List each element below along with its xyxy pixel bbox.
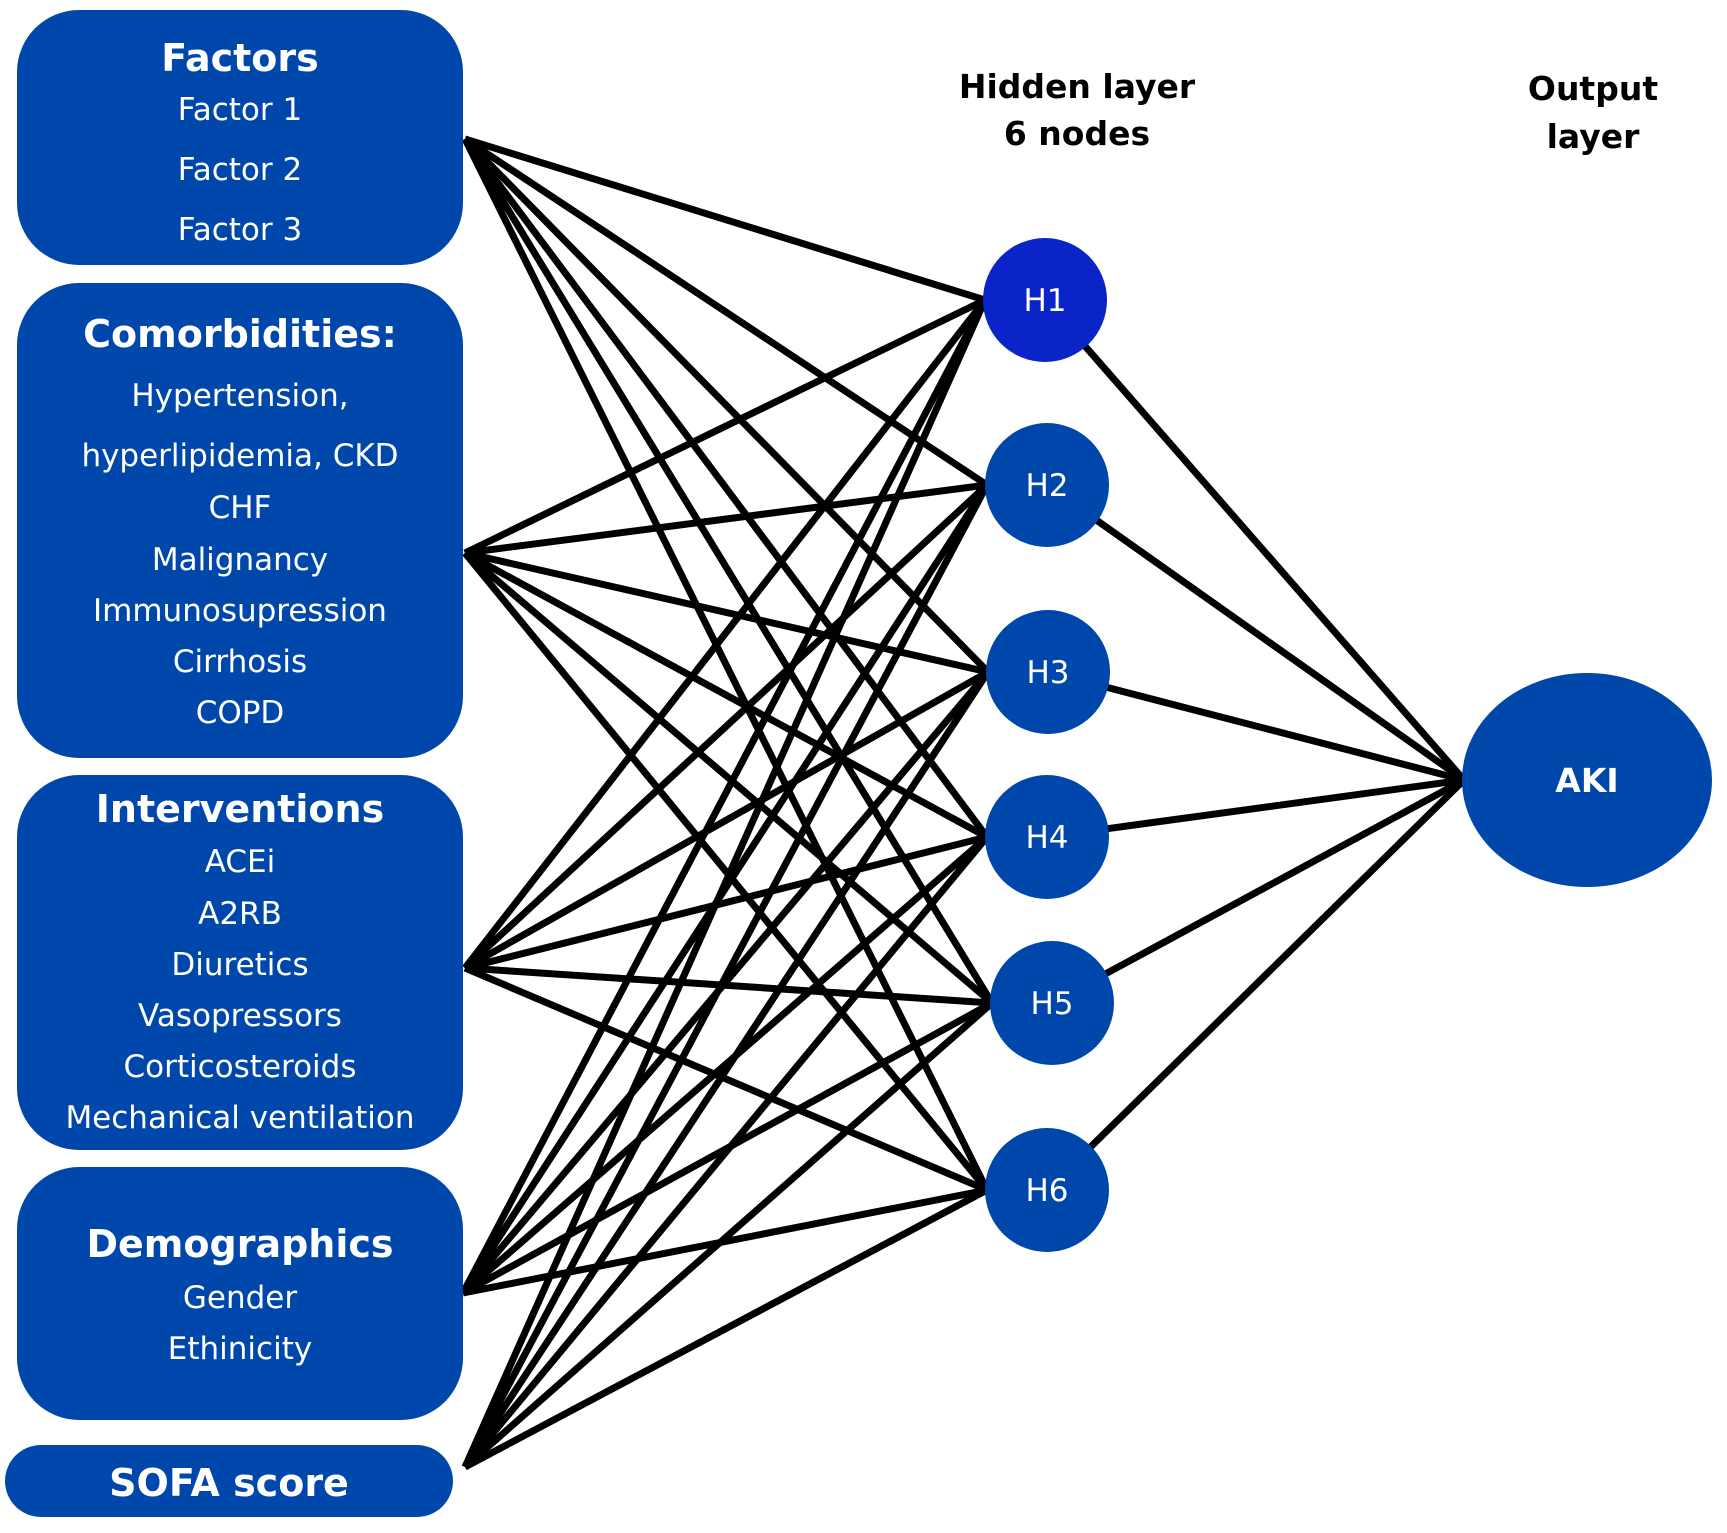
hidden-node-label: H6 [1025, 1173, 1068, 1209]
group-item: Malignancy [151, 542, 329, 578]
edge-h6-to-output [1087, 777, 1467, 1151]
group-title: SOFA score [109, 1461, 349, 1505]
hidden-node-label: H5 [1030, 986, 1073, 1022]
edge-h3-to-output [1105, 683, 1465, 784]
hidden-node-circle [985, 423, 1109, 547]
group-item: COPD [195, 695, 285, 731]
edge-input-interventions-to-h5 [464, 964, 993, 1007]
group-item: Hypertension, [131, 378, 349, 414]
hidden-node-circle [990, 941, 1114, 1065]
hidden-node-label: H1 [1023, 283, 1066, 319]
group-item: hyperlipidemia, CKD [81, 438, 399, 474]
group-item: Vasopressors [138, 998, 342, 1034]
edge-input-interventions-to-h6 [463, 964, 989, 1194]
output-node-aki: AKI [1462, 673, 1712, 887]
edge-input-sofa-to-h4 [462, 834, 990, 1470]
edge-input-factors-to-h4 [462, 136, 990, 840]
input-group-sofa: SOFA score [5, 1445, 453, 1517]
edge-input-factors-to-h1 [463, 135, 987, 304]
hidden-layer-label: Hidden layer 6 nodes [959, 63, 1195, 157]
output-node-ellipse [1462, 673, 1712, 887]
group-item: Diuretics [171, 947, 309, 983]
hidden-node-circle [983, 238, 1107, 362]
group-item: Factor 3 [177, 212, 303, 248]
edge-input-sofa-to-h1 [461, 298, 989, 1469]
hidden-node-h3: H3 [986, 610, 1110, 734]
edge-input-demographics-to-h4 [460, 834, 990, 1296]
hidden-node-label: H3 [1026, 655, 1069, 691]
edge-h1-to-output [1081, 342, 1467, 783]
input-group-comorbidities: Comorbidities: Hypertension, hyperlipide… [17, 283, 463, 758]
edge-input-comorbidities-to-h5 [462, 550, 995, 1006]
edge-input-factors-to-h2 [463, 136, 989, 488]
group-item: CHF [208, 490, 272, 526]
group-item: Factor 1 [177, 92, 303, 128]
group-title: Demographics [86, 1222, 394, 1266]
edge-input-interventions-to-h3 [463, 668, 990, 972]
hidden-layer-label-line2: 6 nodes [1003, 114, 1151, 153]
hidden-node-h6: H6 [985, 1128, 1109, 1252]
edge-input-sofa-to-h2 [461, 483, 991, 1469]
group-item: Immunosupression [93, 593, 387, 629]
edge-input-interventions-to-h4 [464, 833, 988, 972]
edge-input-sofa-to-h5 [462, 1000, 995, 1470]
hidden-node-h2: H2 [985, 423, 1109, 547]
hidden-node-circle [986, 610, 1110, 734]
group-item: Corticosteroids [123, 1049, 357, 1085]
edge-input-interventions-to-h2 [462, 482, 990, 971]
input-group-interventions: Interventions ACEi A2RB Diuretics Vasopr… [17, 775, 463, 1150]
edge-input-factors-to-h3 [462, 136, 991, 675]
hidden-node-circle [985, 1128, 1109, 1252]
output-node-label: AKI [1555, 761, 1618, 800]
input-group-demographics: Demographics Gender Ethinicity [17, 1167, 463, 1420]
hidden-node-label: H2 [1025, 468, 1068, 504]
hidden-node-h5: H5 [990, 941, 1114, 1065]
group-item: Cirrhosis [172, 644, 308, 680]
group-title: Comorbidities: [83, 312, 397, 356]
hidden-layer-label-line1: Hidden layer [958, 67, 1196, 106]
output-layer-label-line2: layer [1546, 117, 1640, 156]
edges-layer [459, 135, 1467, 1471]
edge-input-demographics-to-h1 [459, 298, 989, 1295]
edge-h4-to-output [1105, 776, 1465, 833]
group-item: A2RB [198, 896, 282, 932]
edge-h2-to-output [1093, 516, 1467, 783]
output-layer-label-line1: Output [1527, 69, 1659, 108]
edge-input-factors-to-h6 [461, 137, 991, 1192]
hidden-node-circle [985, 775, 1109, 899]
edge-input-comorbidities-to-h2 [464, 481, 988, 557]
hidden-node-label: H4 [1025, 820, 1068, 856]
edge-input-comorbidities-to-h1 [463, 296, 987, 557]
group-title: Interventions [95, 787, 385, 831]
input-group-factors: Factors Factor 1 Factor 2 Factor 3 [17, 10, 463, 265]
edge-input-sofa-to-h6 [463, 1186, 989, 1471]
edge-h5-to-output [1103, 776, 1466, 978]
hidden-node-h4: H4 [985, 775, 1109, 899]
group-item: ACEi [204, 844, 276, 880]
group-item: Gender [182, 1280, 298, 1316]
edge-input-comorbidities-to-h4 [463, 549, 989, 841]
group-item: Factor 2 [177, 152, 303, 188]
group-title: Factors [161, 36, 319, 80]
hidden-node-h1: H1 [983, 238, 1107, 362]
edge-input-interventions-to-h1 [462, 297, 988, 971]
group-item: Mechanical ventilation [65, 1100, 415, 1136]
group-item: Ethinicity [167, 1331, 313, 1367]
output-layer-label: Output layer [1528, 65, 1658, 161]
edge-input-sofa-to-h3 [462, 670, 991, 1469]
